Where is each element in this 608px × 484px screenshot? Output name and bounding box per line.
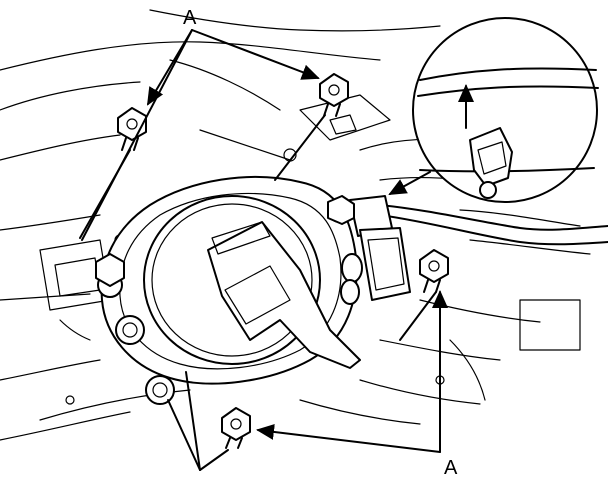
bolt-housing-top-right: [327, 195, 355, 225]
callout-label-top: A: [183, 7, 197, 29]
callout-leaders-bottom: [167, 290, 448, 471]
bolt-bottom: [221, 407, 251, 449]
callout-leaders-top: [79, 29, 326, 241]
bolt-housing-left: [95, 253, 125, 287]
detail-inset: [388, 17, 599, 203]
bolt-top-center: [319, 73, 349, 117]
sensor-housing: [97, 175, 361, 405]
callout-label-bottom: A: [444, 457, 458, 479]
bolt-right: [419, 249, 449, 293]
wire-harness: [379, 204, 608, 246]
sensor-connector: [340, 195, 411, 305]
